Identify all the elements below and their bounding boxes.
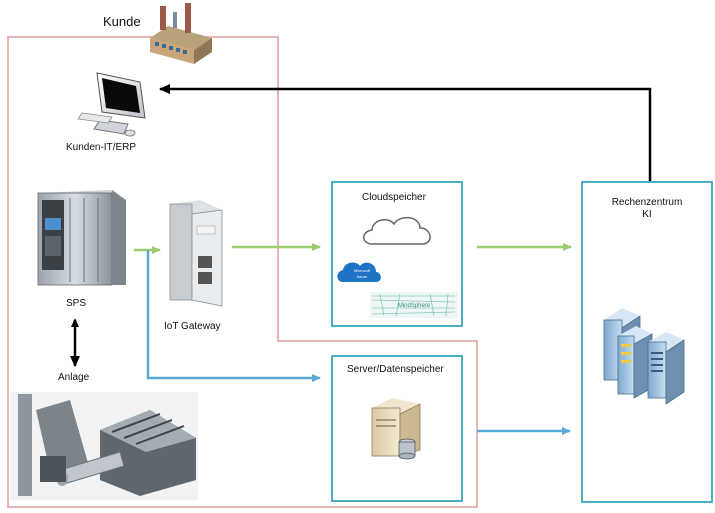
plant-machine-image bbox=[10, 392, 198, 500]
plc-icon bbox=[37, 190, 126, 286]
server-icon bbox=[371, 398, 421, 460]
data-center-label-line1: Rechenzentrum bbox=[611, 197, 683, 208]
arrow-sps-to-server bbox=[146, 250, 321, 382]
customer-boundary bbox=[7, 36, 478, 508]
plant-label: Anlage bbox=[58, 372, 90, 383]
iot-gateway-icon bbox=[169, 200, 223, 307]
data-center-label-line2: KI bbox=[642, 209, 652, 220]
customer-label: Kunde bbox=[103, 14, 141, 29]
server-storage-label: Server/Datenspeicher bbox=[347, 364, 444, 375]
factory-icon bbox=[150, 3, 212, 64]
computer-icon bbox=[77, 72, 146, 137]
server-rack-icon bbox=[603, 308, 685, 405]
arrow-datacenter-to-customer-it bbox=[159, 84, 652, 181]
cloud-storage-label: Cloudspeicher bbox=[362, 192, 426, 203]
sps-label: SPS bbox=[66, 298, 87, 309]
customer-it-label: Kunden-IT/ERP bbox=[66, 142, 137, 153]
svg-text:Azure: Azure bbox=[357, 274, 368, 279]
cloud-icon bbox=[363, 216, 431, 245]
svg-text:MindSphere: MindSphere bbox=[398, 303, 431, 309]
iot-gateway-label: IoT Gateway bbox=[164, 321, 221, 332]
azure-logo: Microsoft Azure bbox=[337, 262, 381, 282]
mindsphere-logo: MindSphere bbox=[370, 292, 458, 318]
svg-text:Microsoft: Microsoft bbox=[354, 268, 371, 273]
